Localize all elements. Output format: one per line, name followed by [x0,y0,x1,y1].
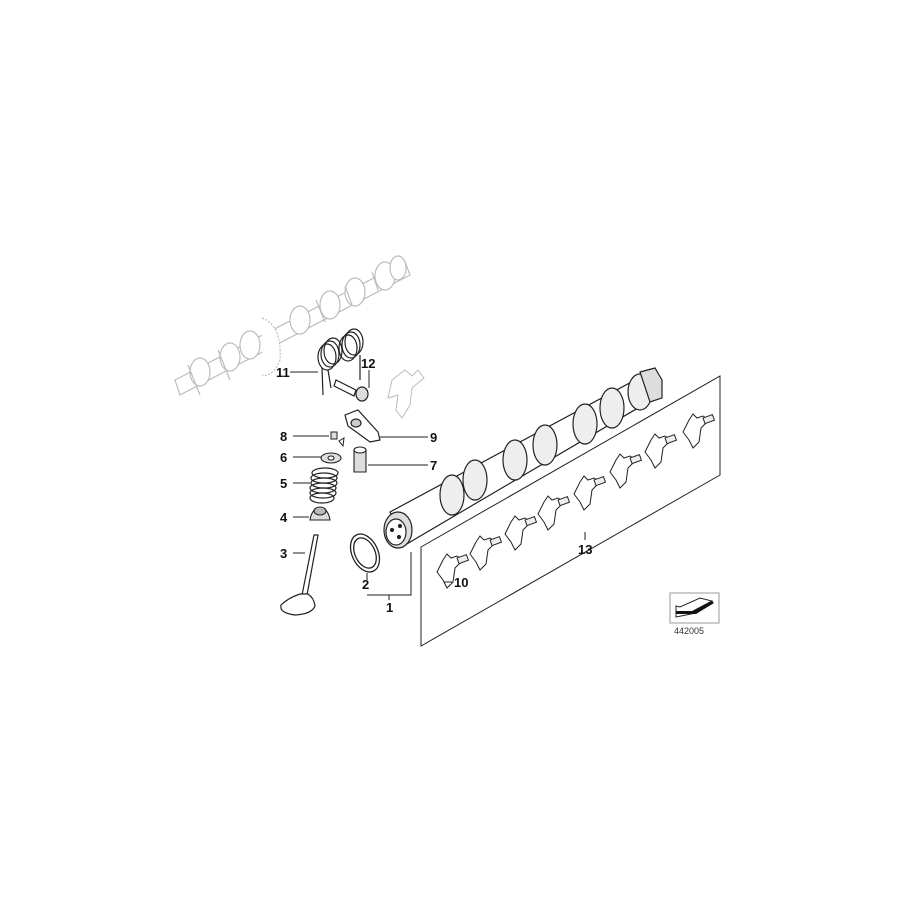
callout-6: 6 [280,450,288,465]
valve-part [280,534,319,616]
ghost-intermediate-lever [387,369,425,419]
callout-8: 8 [280,429,288,444]
intermediate-levers-part [436,413,716,589]
valve-stem-seal-part [309,506,331,521]
orientation-arrow-icon [669,592,720,624]
spring-plate-part [320,452,342,464]
callout-3: 3 [280,546,288,561]
hydraulic-lifter-part [353,446,367,473]
callout-9: 9 [430,430,438,445]
valve-spring-part [309,467,339,504]
callout-10: 10 [454,575,469,590]
callout-2: 2 [362,577,370,592]
diagram-reference-code: 442005 [674,626,705,636]
callout-4: 4 [280,510,288,525]
callout-11: 11 [276,365,290,380]
torsion-spring-part [317,328,364,396]
callout-13: 13 [578,542,593,557]
screw-part [333,379,369,402]
sealing-ring-part [349,533,381,573]
callout-5: 5 [280,476,288,491]
roller-rocker-arm-part [344,409,381,443]
intermediate-lever-set-frame [420,375,721,647]
callout-7: 7 [430,458,438,473]
ghost-eccentric-shaft [174,255,411,396]
leader-lines [290,370,586,600]
callout-1: 1 [386,600,394,615]
callout-12: 12 [361,356,376,371]
camshaft-part [383,367,663,549]
valve-keepers-part [330,431,345,448]
